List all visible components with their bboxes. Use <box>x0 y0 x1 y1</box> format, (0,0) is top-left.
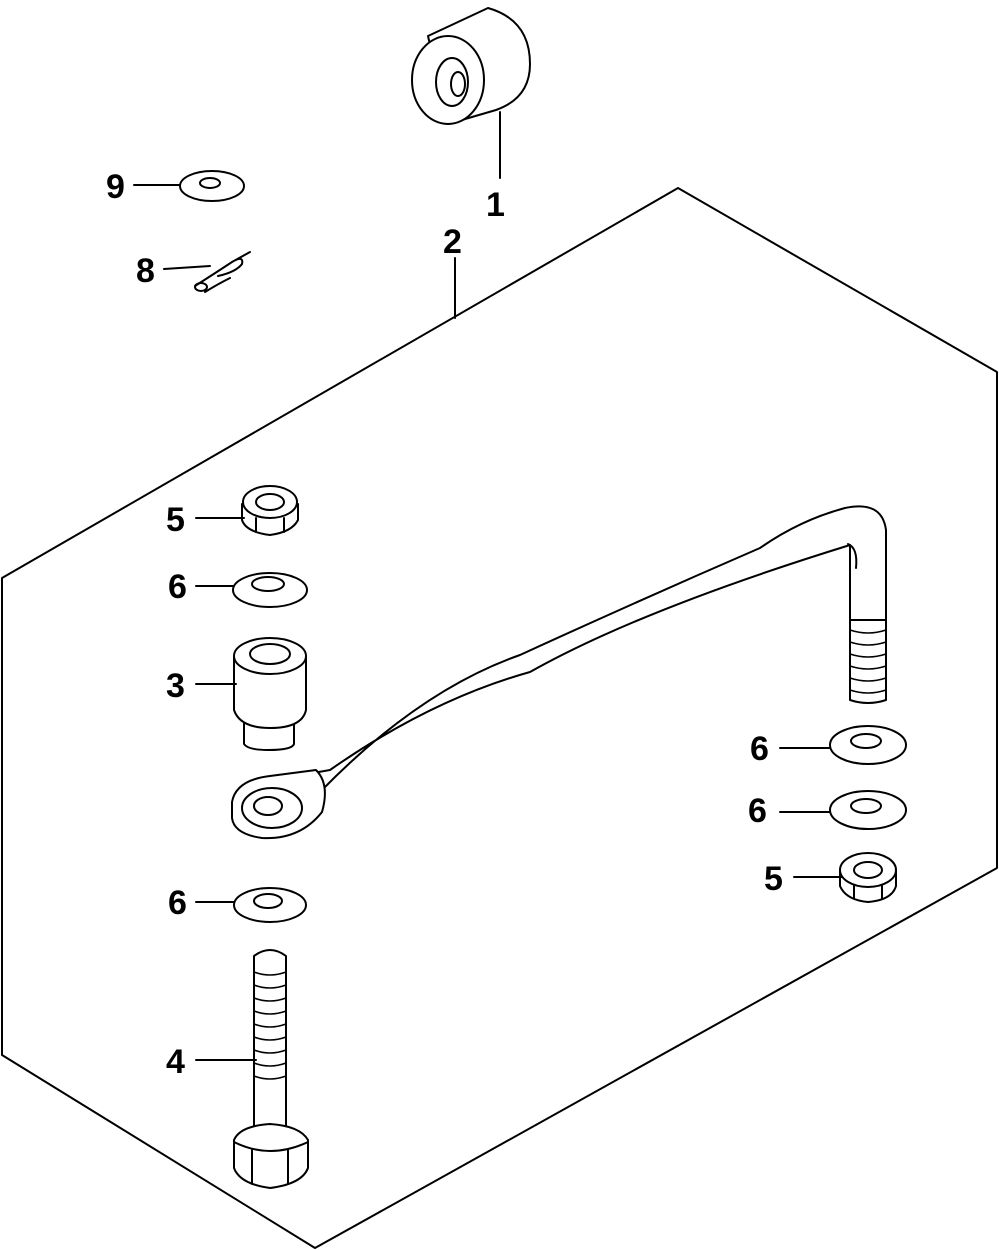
part-2-link-rod <box>231 505 887 840</box>
callout-6-right-lower: 6 <box>748 792 767 830</box>
bolt-threads <box>253 971 287 1080</box>
callout-labels: 1 2 3 4 5 5 6 6 6 6 8 9 <box>106 168 783 1081</box>
kit-boundary-outline <box>1 187 998 1249</box>
part-5-nut-right <box>839 852 897 903</box>
rod-threads <box>849 629 887 694</box>
callout-6-upper-left: 6 <box>168 568 187 606</box>
part-3-spacer <box>233 637 307 751</box>
callout-5-upper: 5 <box>166 501 185 539</box>
part-6-washer-right-upper <box>829 725 907 765</box>
part-6-washer-lower-left <box>233 887 307 923</box>
callout-3: 3 <box>166 667 185 705</box>
callout-9: 9 <box>106 168 125 206</box>
callout-5-right: 5 <box>764 860 783 898</box>
callout-6-right-upper: 6 <box>750 730 769 768</box>
part-5-nut-upper <box>241 485 299 536</box>
callout-1: 1 <box>486 186 505 224</box>
part-4-bolt <box>233 949 309 1189</box>
part-9-washer <box>179 170 245 202</box>
callout-4: 4 <box>166 1043 185 1081</box>
leader-8 <box>163 265 211 270</box>
callout-2: 2 <box>443 223 462 261</box>
part-6-washer-right-lower <box>829 790 907 830</box>
callout-8: 8 <box>136 252 155 290</box>
callout-6-lower-left: 6 <box>168 884 187 922</box>
part-6-washer-upper-left <box>232 572 308 608</box>
part-8-cotter-pin <box>194 251 251 293</box>
leader-lines <box>133 111 843 1061</box>
part-1-grommet <box>411 7 531 125</box>
